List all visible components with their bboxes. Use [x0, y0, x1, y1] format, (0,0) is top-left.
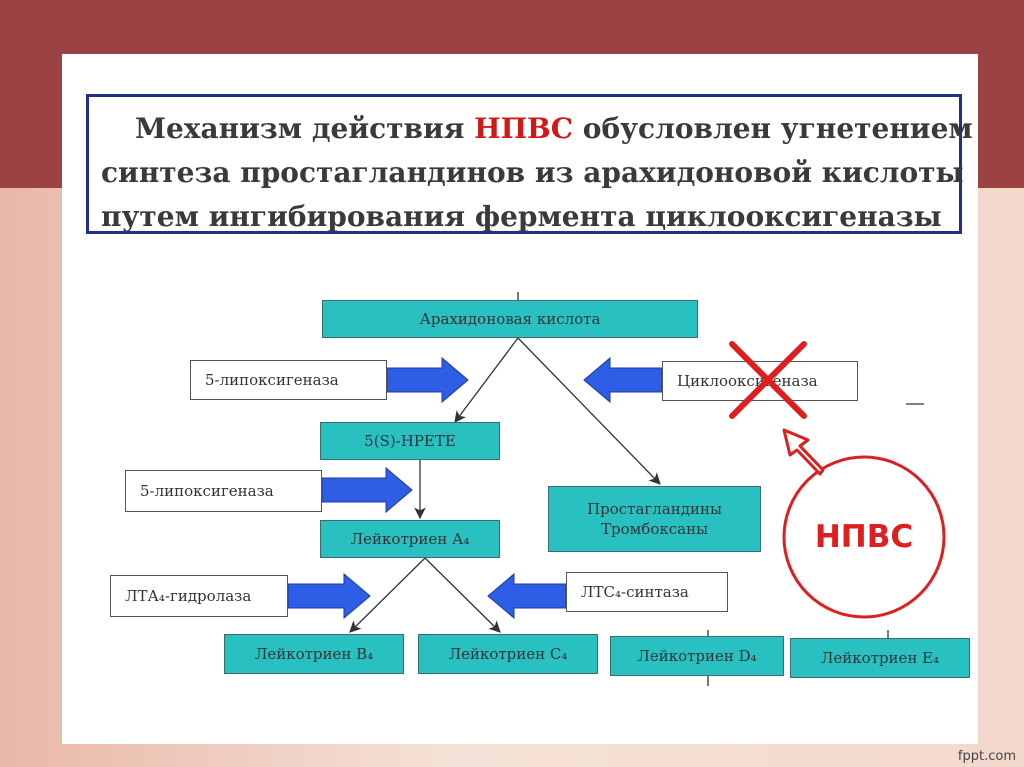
footer-brand: fppt.com: [957, 749, 1016, 764]
blue-arrow-ltc4-synthase: [487, 572, 567, 620]
blue-arrow-lta4-hydrolase: [287, 572, 371, 620]
blue-arrow-cyclox: [583, 356, 663, 404]
blue-arrow-lipox1: [386, 356, 469, 404]
node-lipoxygenase-1: 5-липоксигеназа: [190, 360, 387, 400]
node-lipoxygenase-2: 5-липоксигеназа: [125, 470, 322, 512]
node-leukotriene-c4: Лейкотриен С₄: [418, 634, 598, 674]
node-cyclooxygenase: Циклооксигеназа: [662, 361, 858, 401]
title-box: Механизм действия НПВС обусловлен угнете…: [86, 94, 973, 234]
connector-to-prostaglandins: [517, 337, 661, 485]
node-leukotriene-d4: Лейкотриен D₄: [610, 636, 784, 676]
connector-to-ltc4: [424, 557, 501, 633]
title-line-3: путем ингибирования фермента циклооксиге…: [101, 200, 942, 233]
node-prostaglandins-thromboxanes: Простагландины Тромбоксаны: [548, 486, 761, 552]
node-hpete: 5(S)-HPETE: [320, 422, 500, 460]
connector-to-hpete: [454, 337, 519, 423]
title-text-1a: Механизм действия: [135, 112, 475, 145]
connector-to-ltb4: [349, 557, 426, 633]
nsaid-hollow-arrow: [782, 428, 825, 476]
node-prostaglandins-label: Простагландины: [587, 500, 722, 518]
connector-lines: [349, 292, 924, 686]
node-arachidonic-acid: Арахидоновая кислота: [322, 300, 698, 338]
node-thromboxanes-label: Тромбоксаны: [600, 520, 709, 538]
blue-arrow-lipox2: [321, 466, 413, 514]
node-leukotriene-b4: Лейкотриен В₄: [224, 634, 404, 674]
title-text-1b: обусловлен угнетением: [573, 112, 973, 145]
node-lta4-hydrolase: ЛТА₄-гидролаза: [110, 575, 288, 617]
nsaid-circle: [782, 455, 946, 619]
title-line-1: Механизм действия НПВС обусловлен угнете…: [101, 107, 973, 151]
title-highlight-nsaid: НПВС: [474, 112, 574, 145]
node-leukotriene-a4: Лейкотриен А₄: [320, 520, 500, 558]
inhibition-cross-icon: [729, 341, 807, 419]
node-ltc4-synthase: ЛТС₄-синтаза: [566, 572, 728, 612]
title-line-2: синтеза простагландинов из арахидоновой …: [101, 156, 964, 189]
node-leukotriene-e4: Лейкотриен Е₄: [790, 638, 970, 678]
nsaid-label: НПВС: [814, 519, 914, 555]
